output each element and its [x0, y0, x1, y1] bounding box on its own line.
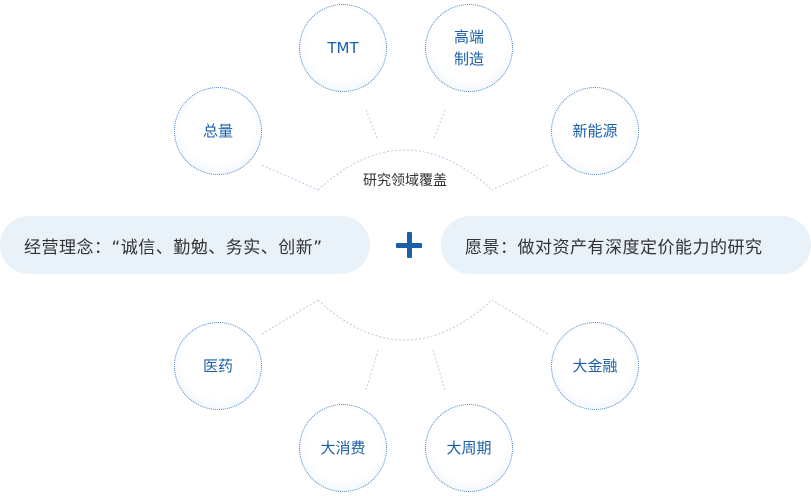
bubble-label: TMT: [327, 39, 359, 57]
bubble-label: 高端 制造: [453, 28, 484, 68]
bubble-label: 大金融: [572, 357, 618, 375]
connector-dazhouqi: [432, 349, 446, 391]
connector-tmt: [365, 109, 379, 141]
bubble-xinnengyuan: 新能源: [551, 87, 639, 175]
philosophy-pill: 经营理念：“诚信、勤勉、务实、创新”: [0, 216, 370, 274]
connector-xinnengyuan: [491, 164, 549, 191]
bubble-gaoduan-zhizao: 高端 制造: [425, 4, 513, 92]
connector-dajinrong: [491, 299, 549, 335]
bubble-zongliang: 总量: [174, 87, 262, 175]
philosophy-text: 经营理念：“诚信、勤勉、务实、创新”: [24, 237, 323, 258]
bottom-arc: [317, 299, 493, 341]
bubble-daxiaofei: 大消费: [299, 404, 387, 492]
connector-zongliang: [261, 164, 319, 191]
bubble-label: 大消费: [320, 439, 366, 457]
plus-icon: [396, 232, 422, 258]
bubble-dazhouqi: 大周期: [425, 404, 513, 492]
vision-pill: 愿景：做对资产有深度定价能力的研究: [441, 216, 811, 274]
center-label: 研究领域覆盖: [363, 173, 447, 189]
bubble-dajinrong: 大金融: [551, 322, 639, 410]
bubble-label: 医药: [202, 357, 233, 375]
connector-daxiaofei: [365, 349, 379, 391]
connector-yiyao: [261, 299, 319, 335]
top-arc: [317, 149, 493, 191]
bubble-label: 总量: [202, 122, 233, 140]
bubble-tmt: TMT: [299, 4, 387, 92]
bubble-label: 新能源: [572, 122, 618, 140]
bubble-label: 大周期: [446, 439, 492, 457]
connector-gaoduan: [432, 109, 446, 141]
bubble-yiyao: 医药: [174, 322, 262, 410]
vision-text: 愿景：做对资产有深度定价能力的研究: [465, 237, 763, 258]
